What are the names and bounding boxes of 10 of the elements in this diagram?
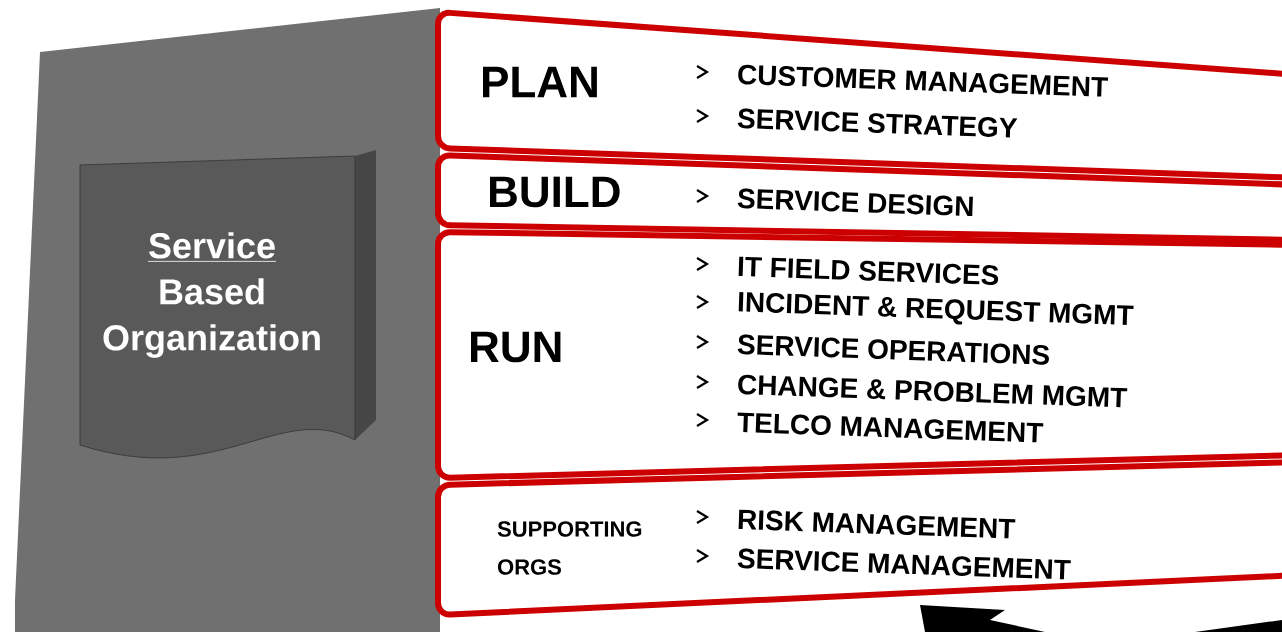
item-text: IT FIELD SERVICES	[738, 256, 999, 285]
item-text: SERVICE MANAGEMENT	[737, 548, 1071, 580]
item-text: INCIDENT & REQUEST MGMT	[738, 292, 1134, 325]
item-text: RISK MANAGEMENT	[738, 509, 1016, 539]
item-text: SERVICE STRATEGY	[737, 108, 1018, 138]
item-text: CHANGE & PROBLEM MGMT	[738, 374, 1128, 408]
item-text: CUSTOMER MANAGEMENT	[738, 64, 1109, 97]
item-text: SERVICE DESIGN	[737, 188, 973, 217]
item-text: TELCO MANAGEMENT	[737, 412, 1044, 443]
item-text: SERVICE OPERATIONS	[737, 334, 1049, 365]
